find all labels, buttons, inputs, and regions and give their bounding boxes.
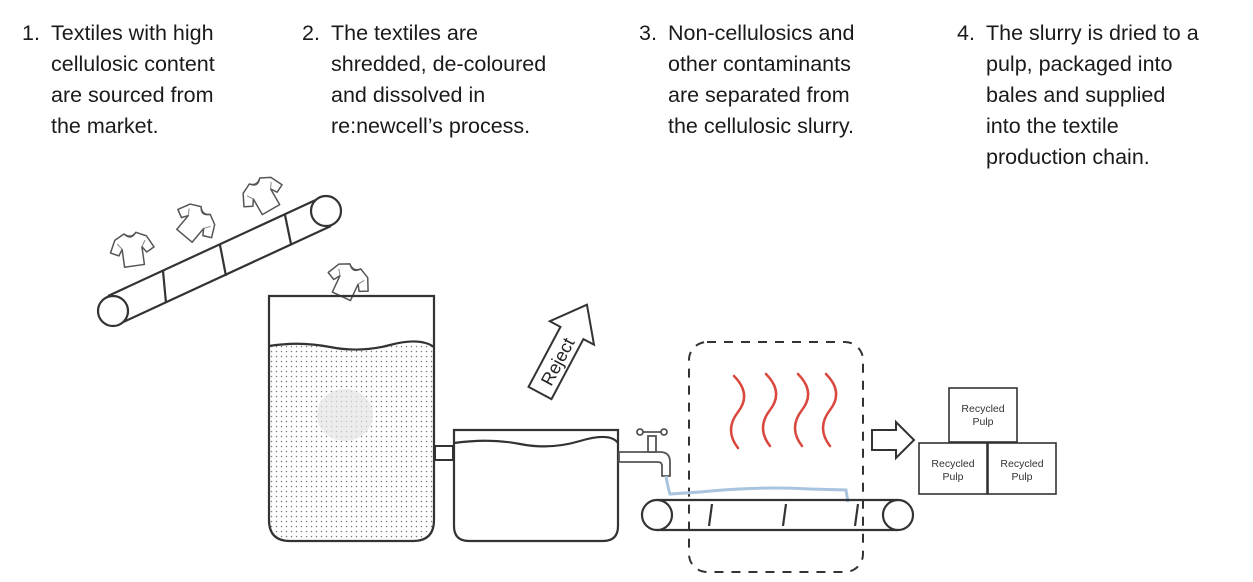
step-3-number: 3. [639, 21, 657, 45]
tshirt-icon [320, 256, 377, 307]
step-1-text: Textiles with high cellulosic content ar… [51, 21, 215, 138]
pulp-label-line1: Recycled [961, 403, 1004, 415]
pulp-label-line2: Pulp [972, 416, 993, 428]
step-2-number: 2. [302, 21, 320, 45]
reject-arrow: Reject [527, 303, 596, 401]
step-captions: 1. Textiles with high cellulosic content… [0, 0, 1253, 180]
pulp-bale-top: Recycled Pulp [948, 387, 1018, 443]
pulp-bale-left: Recycled Pulp [918, 442, 988, 495]
pulp-bale-right: Recycled Pulp [987, 442, 1057, 495]
drying-chamber [688, 341, 864, 573]
dissolving-tank [267, 294, 436, 543]
water-stream [664, 475, 850, 503]
pulp-label-line1: Recycled [931, 458, 974, 470]
pulp-label-line2: Pulp [942, 471, 963, 483]
faucet-icon [618, 428, 671, 477]
incline-conveyor [96, 194, 343, 328]
output-arrow [871, 419, 916, 461]
heat-waves [729, 372, 838, 450]
tshirt-icon [166, 195, 224, 251]
step-4-text: The slurry is dried to a pulp, packaged … [986, 21, 1199, 169]
pulp-bales: Recycled Pulp Recycled Pulp Recycled Pul… [918, 387, 1057, 495]
pulp-label-line1: Recycled [1000, 458, 1043, 470]
drying-conveyor [640, 498, 915, 532]
step-4-number: 4. [957, 21, 975, 45]
tshirt-icon [234, 169, 291, 222]
step-2-text: The textiles are shredded, de-coloured a… [331, 21, 547, 138]
step-1-number: 1. [22, 21, 40, 45]
tshirt-icon [107, 229, 158, 270]
separation-tank [452, 428, 620, 543]
pulp-label-line2: Pulp [1011, 471, 1032, 483]
connector-pipe [434, 445, 454, 461]
step-3-text: Non-cellulosics and other contaminants a… [668, 21, 855, 138]
